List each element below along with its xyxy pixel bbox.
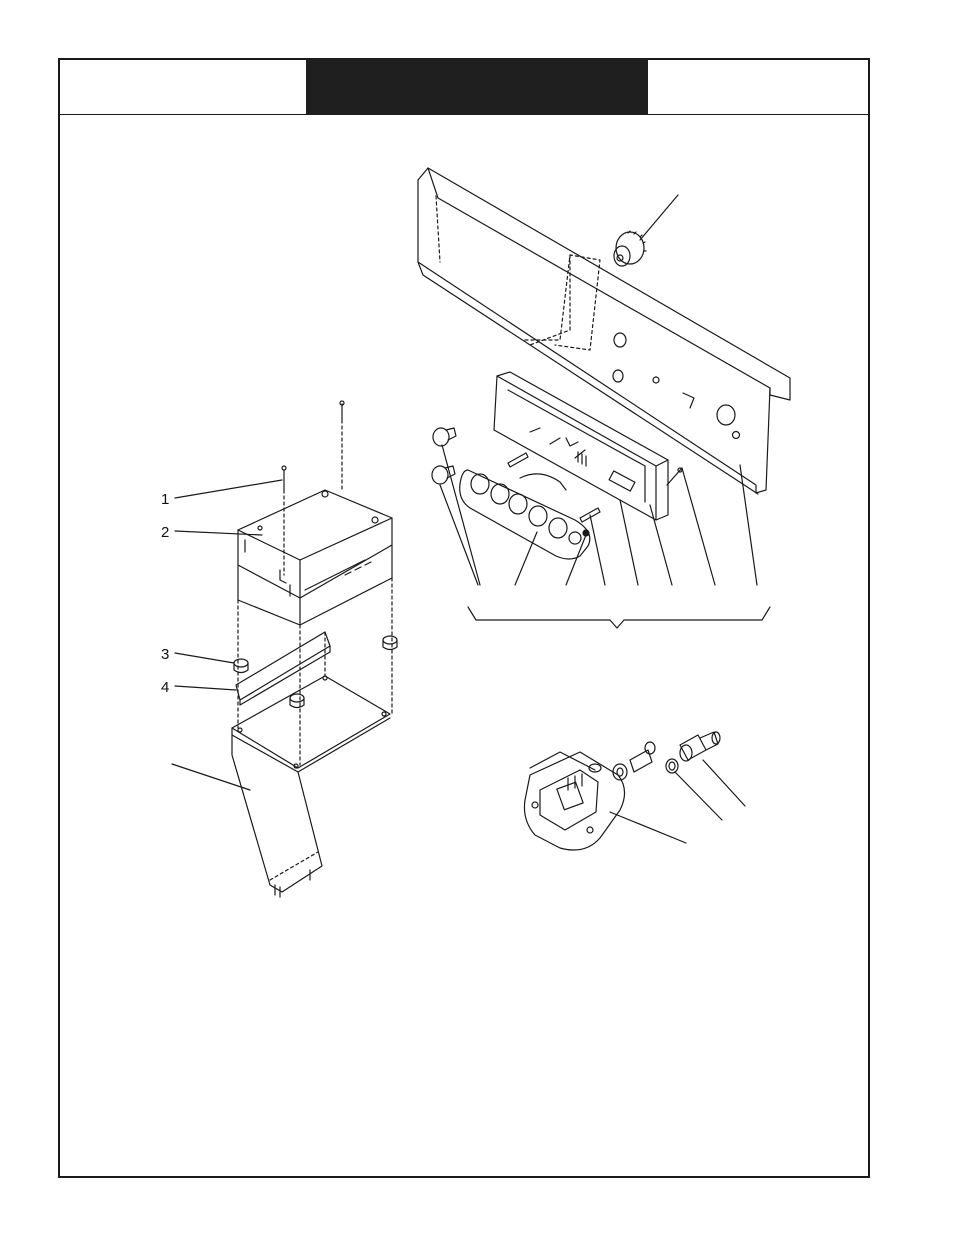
leader-lines-bottom (610, 760, 745, 843)
fitting-large (680, 732, 720, 761)
bezel-frame (494, 372, 668, 520)
knob (614, 231, 646, 266)
box-screws (282, 401, 344, 575)
washer (666, 759, 678, 773)
keypad-membrane (460, 470, 590, 559)
fitting-small (613, 742, 655, 780)
callout-4: 4 (161, 679, 169, 696)
pump-motor (524, 752, 624, 850)
callout-1: 1 (161, 491, 169, 508)
dashed-guides-left (238, 578, 392, 765)
leader-lines-top (440, 195, 770, 628)
callout-3: 3 (161, 646, 169, 663)
mounting-bracket (236, 632, 330, 705)
callout-2: 2 (161, 524, 169, 541)
wall-panel (232, 735, 322, 897)
control-box (238, 490, 392, 625)
leader-lines-left (172, 480, 282, 790)
control-panel-housing (418, 168, 790, 494)
